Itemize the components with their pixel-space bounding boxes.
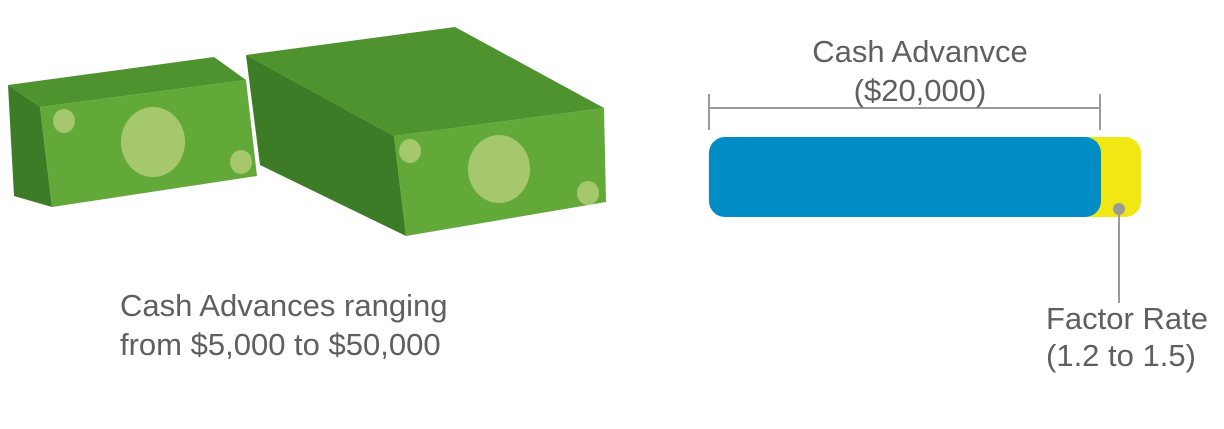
cash-range-caption: Cash Advances ranging from $5,000 to $50… <box>120 286 447 364</box>
cash-range-line-2: from $5,000 to $50,000 <box>120 327 441 362</box>
advance-amount: ($20,000) <box>853 73 987 108</box>
advance-bracket <box>708 94 1101 130</box>
cash-range-line-1: Cash Advances ranging <box>120 288 448 323</box>
cash-advance-bar <box>709 137 1101 217</box>
small-cash-stack-icon <box>8 57 257 207</box>
factor-rate-range: (1.2 to 1.5) <box>1046 338 1196 373</box>
factor-rate-pointer <box>1113 203 1125 303</box>
advance-caption: Cash Advanvce ($20,000) <box>705 32 1135 110</box>
factor-rate-caption: Factor Rate (1.2 to 1.5) <box>1046 300 1208 374</box>
advance-title: Cash Advanvce <box>812 34 1028 69</box>
factor-rate-title: Factor Rate <box>1046 301 1208 336</box>
large-cash-stack-icon <box>246 27 606 236</box>
